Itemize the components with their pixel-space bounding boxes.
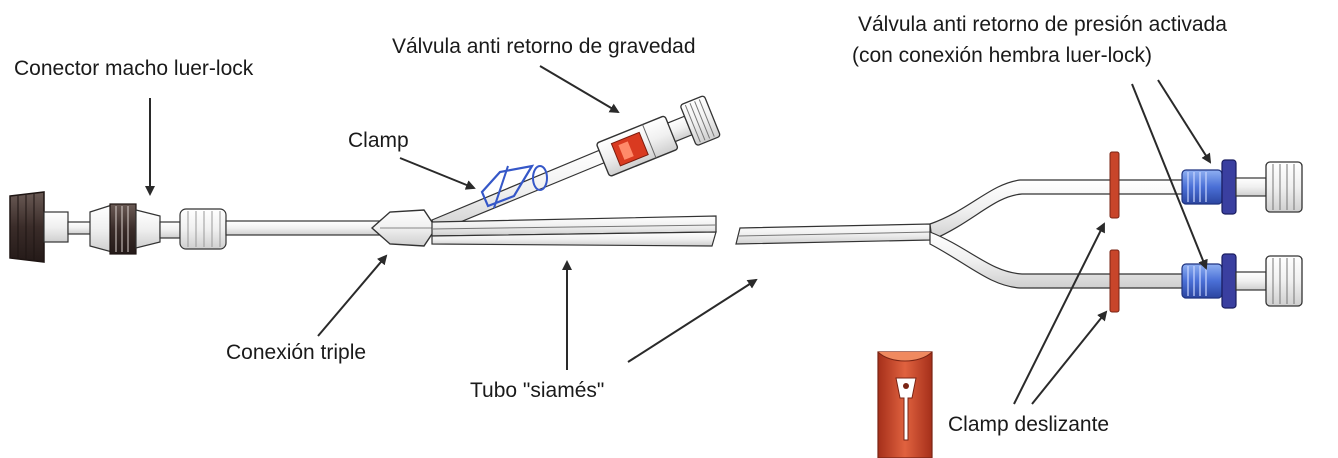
slide-clamp-lower [1109,249,1120,313]
label-valvula-presion-line1: Válvula anti retorno de presión activada [858,13,1227,36]
label-valvula-presion-line2: (con conexión hembra luer-lock) [852,44,1152,67]
male-luer-lock-connector [9,191,227,263]
arrow-valvula-presion-1 [1131,83,1208,270]
arrows [145,65,1212,405]
label-clamp-deslizante: Clamp deslizante [948,413,1110,436]
label-clamp: Clamp [348,129,409,152]
main-tube [225,220,387,236]
arrow-valvula-presion-2 [1157,79,1212,164]
pressure-valve-lower [1181,253,1303,309]
siamese-tube-right [735,223,931,245]
label-conexion-triple: Conexión triple [226,341,367,364]
label-tubo-siames: Tubo "siamés" [470,379,605,402]
arrow-conexion-triple [317,254,388,337]
triple-connection [370,209,437,247]
arrow-tubo-siames-right [627,278,758,363]
siamese-tube-left [431,215,717,247]
slide-clamp-upper [1109,151,1120,219]
gravity-valve [596,95,721,177]
label-conector-macho: Conector macho luer-lock [14,57,254,80]
right-split-branches [929,179,1191,289]
arrow-valvula-gravedad [539,65,620,114]
arrow-clamp-deslizante-1 [1013,222,1105,405]
slide-clamp-detail [877,351,933,458]
blue-clamp [480,164,548,209]
arrow-clamp-deslizante-2 [1031,310,1108,405]
pressure-valve-upper [1181,159,1303,215]
arrow-clamp [399,157,476,190]
label-valvula-gravedad: Válvula anti retorno de gravedad [392,35,696,58]
